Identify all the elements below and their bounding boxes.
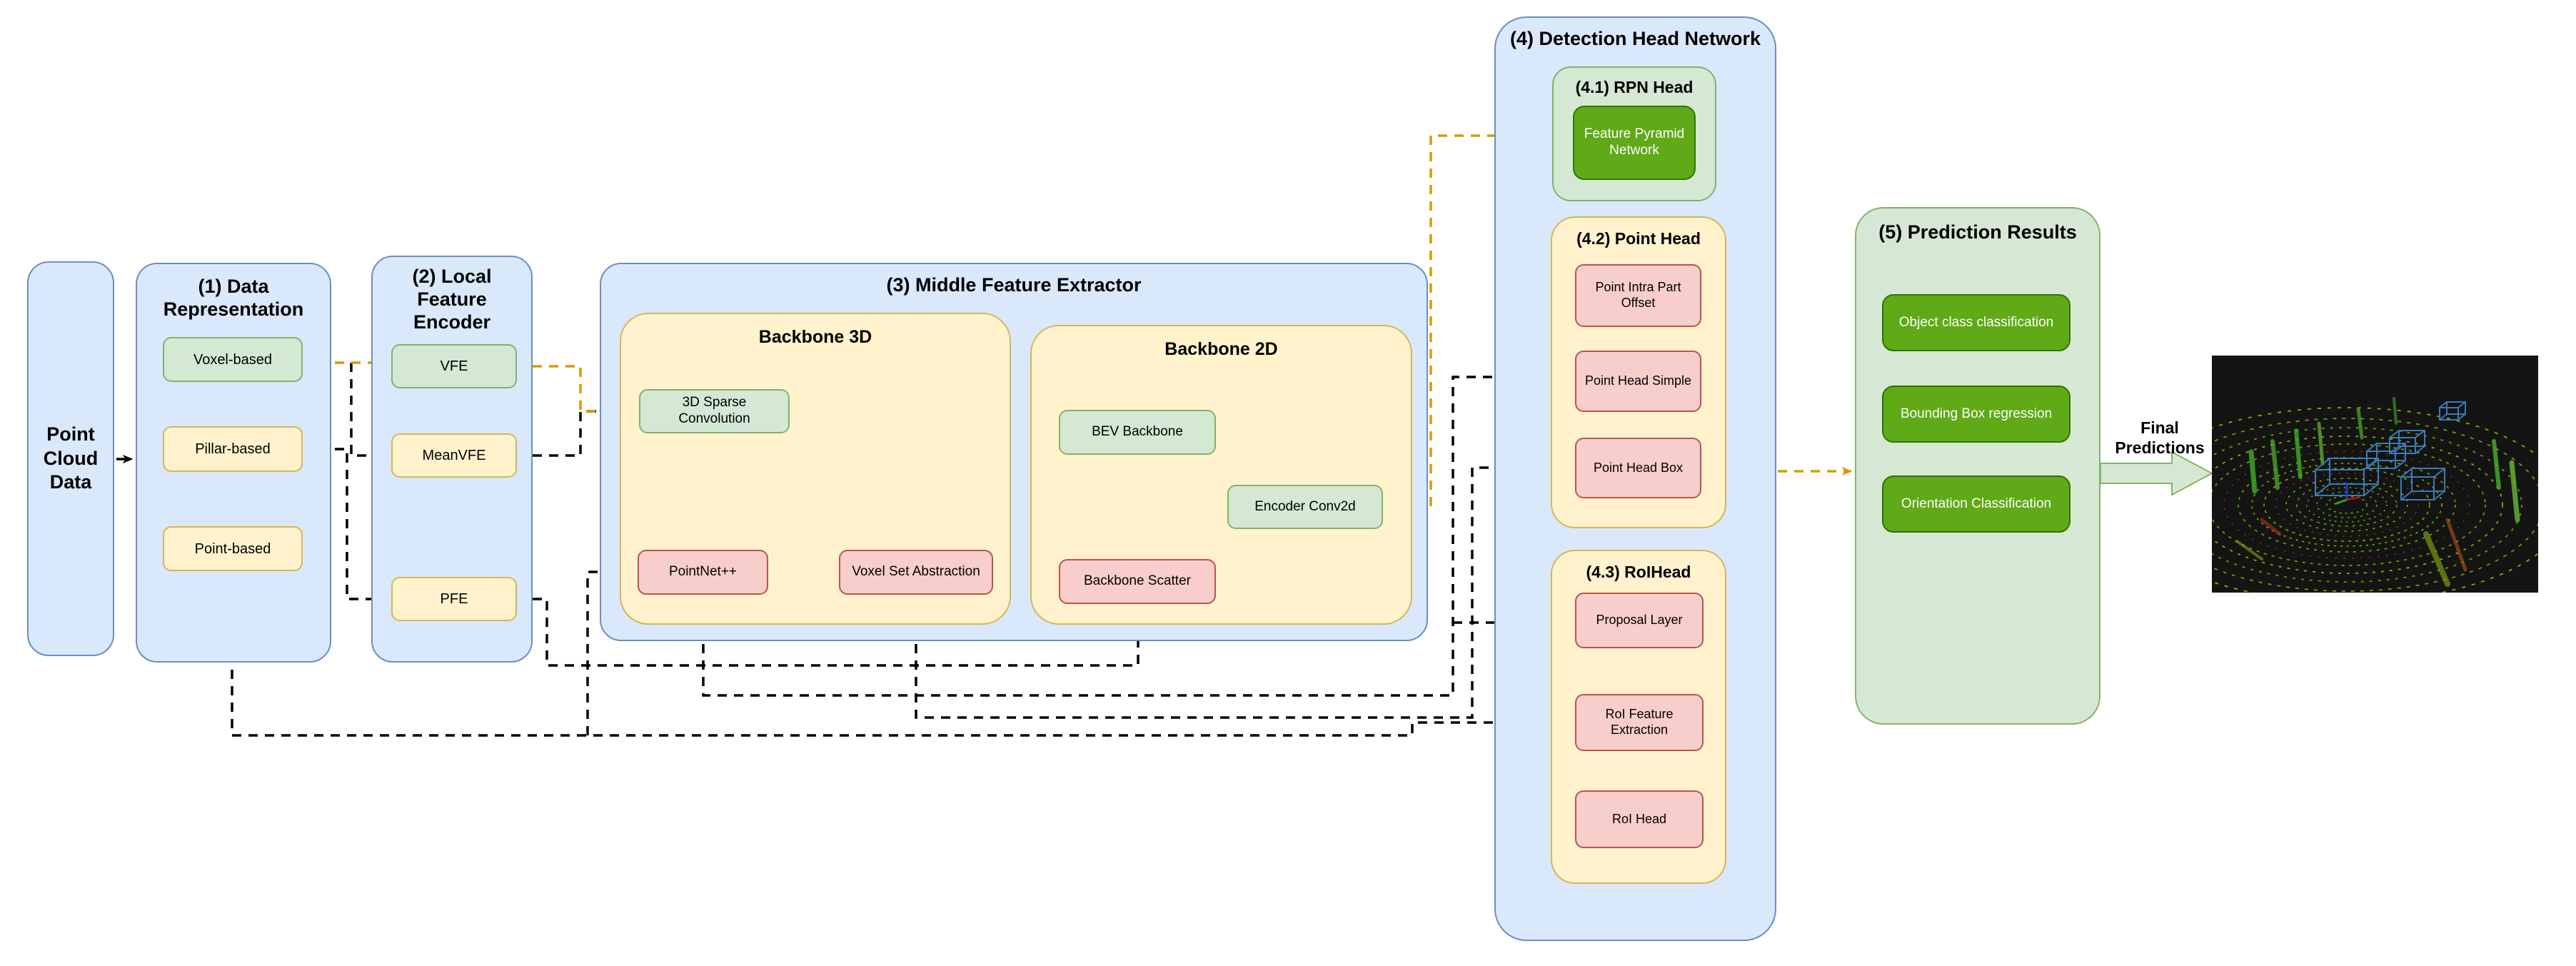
node-label: Feature Pyramid Network — [1584, 126, 1685, 158]
subsection-title: Backbone 3D — [758, 327, 872, 347]
section-title: (5) Prediction Results — [1878, 221, 2077, 243]
final-predictions-image — [2212, 356, 2538, 593]
bounding-box — [2366, 443, 2406, 469]
final-predictions-label: Final Predictions — [2115, 418, 2205, 457]
node-encoder-conv2d: Encoder Conv2d — [1227, 485, 1383, 529]
node-label: Point-based — [194, 540, 271, 557]
node-pillar-based: Pillar-based — [163, 426, 303, 472]
subsection-title: (4.2) Point Head — [1576, 229, 1701, 248]
node-label: VFE — [440, 358, 468, 374]
node-label: Bounding Box regression — [1900, 406, 2053, 421]
node-label: Point Head Simple — [1584, 373, 1692, 388]
node-label: RoI Feature Extraction — [1605, 707, 1674, 737]
node-label: Backbone Scatter — [1084, 573, 1191, 589]
node-proposal-layer: Proposal Layer — [1575, 593, 1704, 648]
node-label: Object class classification — [1898, 314, 2054, 330]
node-point-intra-part-offset: Point Intra Part Offset — [1575, 264, 1701, 327]
node-label: Voxel-based — [193, 351, 273, 368]
point-cloud-data-label: Point Cloud Data — [43, 423, 99, 493]
node-label: Pillar-based — [195, 441, 271, 457]
section-prediction-results: (5) Prediction Results — [1855, 207, 2100, 725]
node-label: MeanVFE — [422, 448, 486, 463]
subsection-title: (4.1) RPN Head — [1575, 78, 1694, 96]
section-title: (1) Data Representation — [163, 276, 304, 320]
node-voxel-based: Voxel-based — [163, 337, 303, 382]
node-label: Point Head Box — [1593, 460, 1684, 475]
node-point-based: Point-based — [163, 526, 303, 571]
node-roi-head: RoI Head — [1575, 790, 1704, 848]
node-point-head-simple: Point Head Simple — [1575, 351, 1701, 412]
node-pfe: PFE — [391, 577, 517, 621]
detection-bounding-boxes — [2315, 401, 2466, 500]
node-feature-pyramid-network: Feature Pyramid Network — [1573, 106, 1696, 180]
node-label: PFE — [440, 591, 468, 607]
ego-axis-marker — [2334, 483, 2361, 505]
subsection-title: (4.3) RoIHead — [1586, 563, 1691, 581]
section-title: (3) Middle Feature Extractor — [886, 274, 1142, 296]
node-bounding-box-regression: Bounding Box regression — [1882, 386, 2071, 443]
node-label: Proposal Layer — [1596, 613, 1683, 628]
section-title: (4) Detection Head Network — [1509, 28, 1761, 49]
node-label: Point Intra Part Offset — [1595, 280, 1681, 310]
bounding-box — [2315, 458, 2379, 496]
node-pointnet-plus-plus: PointNet++ — [638, 550, 768, 595]
node-label: Encoder Conv2d — [1254, 498, 1356, 514]
bounding-box — [2400, 468, 2445, 500]
node-3d-sparse-convolution: 3D Sparse Convolution — [639, 389, 790, 433]
node-object-class-classification: Object class classification — [1882, 294, 2071, 351]
node-label: BEV Backbone — [1092, 424, 1183, 440]
node-orientation-classification: Orientation Classification — [1882, 476, 2071, 533]
node-label: PointNet++ — [668, 564, 738, 580]
bounding-box — [2439, 401, 2466, 421]
node-label: RoI Head — [1611, 811, 1667, 826]
node-label: Voxel Set Abstraction — [852, 564, 980, 580]
node-mean-vfe: MeanVFE — [391, 433, 517, 478]
node-point-head-box: Point Head Box — [1575, 438, 1701, 498]
subsection-title: Backbone 2D — [1164, 339, 1278, 359]
final-predictions-arrow — [2100, 451, 2214, 496]
node-backbone-scatter: Backbone Scatter — [1059, 559, 1216, 604]
node-label: Orientation Classification — [1901, 495, 2052, 511]
bounding-box — [2389, 430, 2425, 454]
point-cloud-clutter — [2235, 397, 2520, 587]
node-vfe: VFE — [391, 344, 517, 388]
node-bev-backbone: BEV Backbone — [1059, 410, 1216, 455]
section-title: (2) Local Feature Encoder — [412, 266, 492, 333]
node-voxel-set-abstraction: Voxel Set Abstraction — [839, 550, 993, 595]
point-cloud-background — [2212, 356, 2538, 593]
node-roi-feature-extraction: RoI Feature Extraction — [1575, 694, 1704, 751]
point-cloud-data-box: Point Cloud Data — [27, 261, 114, 656]
node-label: 3D Sparse Convolution — [678, 395, 750, 426]
